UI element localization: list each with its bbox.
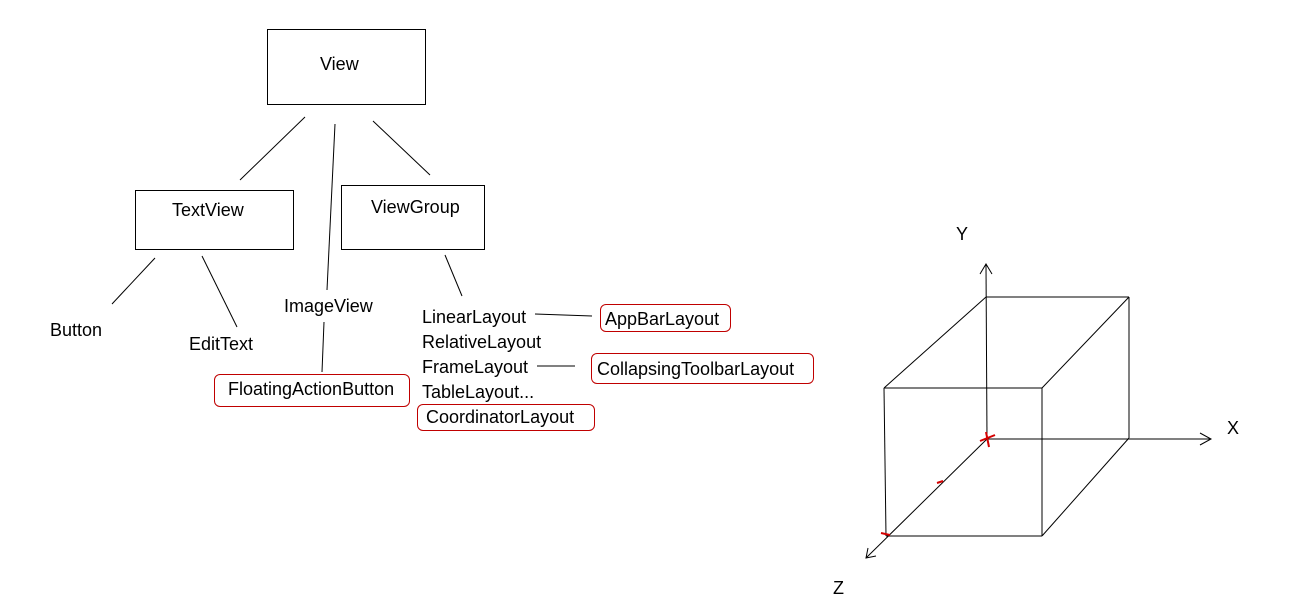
edge-view-viewgroup <box>372 120 431 176</box>
y-axis-line <box>985 264 988 441</box>
relative-layout-label: RelativeLayout <box>422 332 542 352</box>
collapsing-toolbar-layout-label: CollapsingToolbarLayout <box>597 359 795 379</box>
frame-layout-label: FrameLayout <box>422 357 529 377</box>
app-bar-layout-label: AppBarLayout <box>605 309 720 329</box>
edittext-label: EditText <box>189 334 254 354</box>
edge-view-imageview <box>326 123 336 291</box>
app-bar-layout-outline <box>600 304 731 332</box>
edge-viewgroup-layouts <box>444 254 463 297</box>
edge-imageview-fab <box>321 321 325 373</box>
table-layout-label: TableLayout... <box>422 382 535 402</box>
floating-action-button-label: FloatingActionButton <box>228 379 395 399</box>
x-axis-arrow <box>1199 432 1213 446</box>
viewgroup-box <box>341 185 485 250</box>
viewgroup-label: ViewGroup <box>371 197 460 217</box>
collapsing-toolbar-layout-outline <box>591 353 814 384</box>
coordinator-layout-outline <box>417 404 595 431</box>
view-label: View <box>320 54 359 74</box>
z-tick-mark <box>936 480 944 484</box>
edge-linear-appbar <box>534 313 593 317</box>
edge-view-textview <box>239 116 306 181</box>
x-axis-label: X <box>1227 418 1240 438</box>
y-axis-label: Y <box>956 224 969 244</box>
linear-layout-label: LinearLayout <box>422 307 527 327</box>
y-axis-arrow <box>979 263 993 275</box>
button-label: Button <box>50 320 103 340</box>
textview-box <box>135 190 294 250</box>
coordinator-layout-label: CoordinatorLayout <box>426 407 575 427</box>
axis-cube <box>883 296 1130 537</box>
origin-mark-vertical <box>985 431 990 448</box>
imageview-label: ImageView <box>284 296 373 316</box>
floating-action-button-outline <box>214 374 410 407</box>
edge-textview-button <box>111 257 156 305</box>
z-axis-line <box>865 438 988 559</box>
textview-label: TextView <box>172 200 244 220</box>
z-axis-label: Z <box>833 578 844 598</box>
edge-textview-edittext <box>201 255 238 328</box>
z-tick-mark-end <box>880 532 891 536</box>
view-box <box>267 29 426 105</box>
z-axis-arrow <box>865 547 877 559</box>
